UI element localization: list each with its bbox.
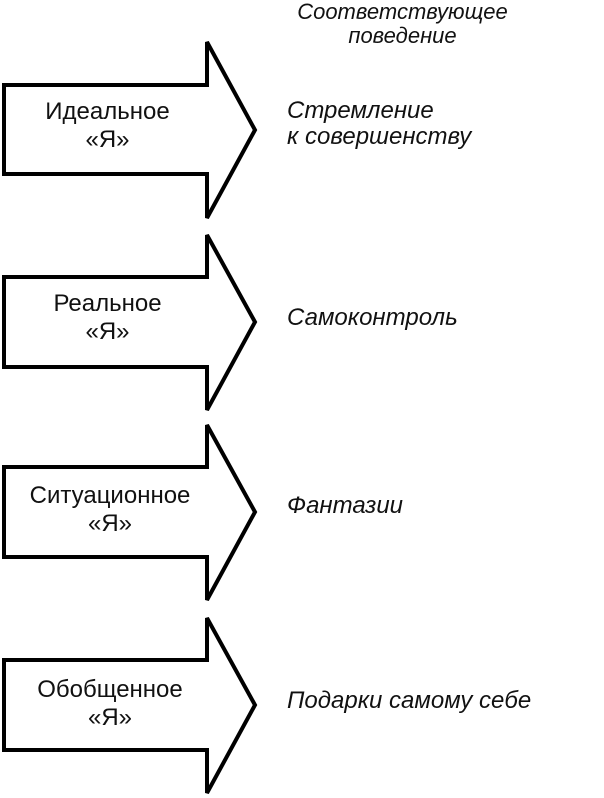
top-note-line2: поведение bbox=[348, 23, 457, 48]
desc-situational-line1: Фантазии bbox=[287, 492, 404, 519]
desc-ideal: Стремление к совершенству bbox=[287, 98, 587, 150]
desc-generalized-line1: Подарки самому себе bbox=[287, 687, 532, 714]
top-note-line1: Соответствующее bbox=[297, 0, 508, 24]
arrow-generalized bbox=[2, 617, 258, 794]
label-real-self: Реальное «Я» bbox=[10, 290, 205, 346]
label-situational-line2: «Я» bbox=[87, 510, 133, 537]
label-ideal-self: Идеальное «Я» bbox=[10, 98, 205, 154]
arrow-situational bbox=[2, 424, 258, 601]
arrow-ideal bbox=[2, 41, 258, 219]
label-generalized-line2: «Я» bbox=[87, 704, 133, 731]
label-ideal-line2: «Я» bbox=[85, 126, 130, 153]
desc-generalized: Подарки самому себе bbox=[287, 688, 602, 714]
desc-real: Самоконтроль bbox=[287, 305, 587, 331]
label-real-line2: «Я» bbox=[85, 318, 130, 345]
label-generalized-line1: Обобщенное bbox=[37, 676, 183, 703]
label-ideal-line1: Идеальное bbox=[45, 98, 170, 125]
label-generalized-self: Обобщенное «Я» bbox=[10, 676, 210, 732]
desc-ideal-line1: Стремление bbox=[287, 97, 434, 124]
label-real-line1: Реальное bbox=[53, 290, 162, 317]
top-note: Соответствующее поведение bbox=[280, 0, 525, 48]
arrow-real bbox=[2, 234, 258, 411]
desc-situational: Фантазии bbox=[287, 493, 587, 519]
label-situational-line1: Ситуационное bbox=[29, 482, 191, 509]
desc-real-line1: Самоконтроль bbox=[287, 304, 458, 331]
desc-ideal-line2: к совершенству bbox=[287, 123, 472, 150]
label-situational-self: Ситуационное «Я» bbox=[10, 482, 210, 538]
